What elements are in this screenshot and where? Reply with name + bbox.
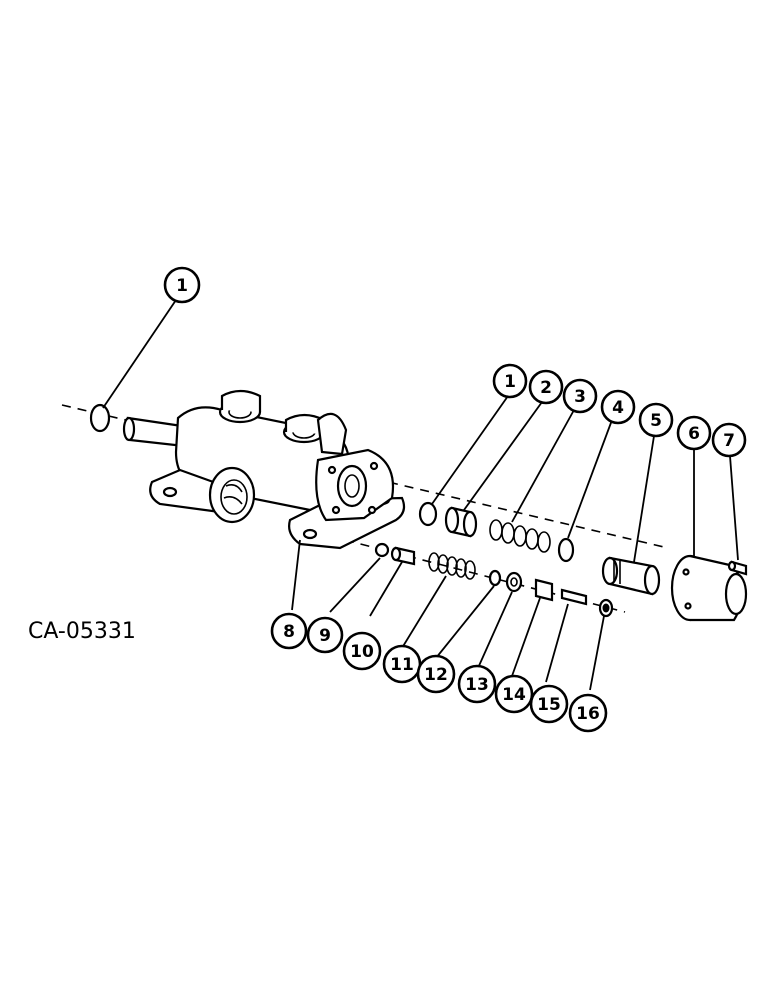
svg-text:14: 14 — [502, 685, 526, 705]
svg-text:7: 7 — [723, 431, 735, 451]
callout-4: 4 — [600, 389, 636, 425]
svg-text:9: 9 — [319, 626, 331, 646]
callout-1-right: 1 — [492, 363, 528, 399]
callout-16: 16 — [568, 693, 608, 733]
svg-text:1: 1 — [176, 276, 188, 296]
svg-text:10: 10 — [350, 642, 374, 662]
sleeve — [444, 506, 478, 538]
cap — [670, 554, 748, 622]
svg-text:6: 6 — [688, 424, 700, 444]
svg-text:2: 2 — [540, 378, 552, 398]
seat — [505, 571, 523, 593]
svg-text:13: 13 — [465, 675, 489, 695]
nut — [534, 578, 554, 602]
screw — [727, 560, 748, 576]
callout-2: 2 — [528, 369, 564, 405]
ball — [374, 542, 390, 558]
poppet — [390, 546, 416, 566]
svg-text:3: 3 — [574, 387, 586, 407]
callout-6: 6 — [676, 415, 712, 451]
svg-text:12: 12 — [424, 665, 448, 685]
svg-text:5: 5 — [650, 411, 662, 431]
valve-body — [122, 389, 406, 550]
spring-upper — [489, 519, 551, 553]
callout-13: 13 — [457, 664, 497, 704]
o-ring-right — [418, 501, 438, 527]
callout-5: 5 — [638, 402, 674, 438]
drawing-id-label: CA-05331 — [28, 619, 136, 644]
o-ring-left — [89, 403, 111, 433]
plug — [598, 598, 614, 618]
spring-lower — [428, 552, 476, 580]
callout-14: 14 — [494, 674, 534, 714]
callout-9: 9 — [306, 616, 344, 654]
svg-text:11: 11 — [390, 655, 414, 675]
o-ring-4 — [557, 537, 575, 563]
pin — [560, 588, 588, 606]
svg-text:8: 8 — [283, 622, 295, 642]
callout-1-left: 1 — [163, 266, 201, 304]
callout-3: 3 — [562, 378, 598, 414]
callout-12: 12 — [416, 654, 456, 694]
callout-15: 15 — [529, 684, 569, 724]
callout-11: 11 — [382, 644, 422, 684]
callout-10: 10 — [342, 631, 382, 671]
spool — [601, 556, 661, 596]
svg-text:1: 1 — [504, 372, 516, 392]
leader-lines — [102, 299, 739, 691]
svg-text:4: 4 — [612, 398, 624, 418]
svg-text:16: 16 — [576, 704, 600, 724]
callout-8: 8 — [270, 612, 308, 650]
svg-text:15: 15 — [537, 695, 561, 715]
callout-7: 7 — [711, 422, 747, 458]
o-ring-12 — [488, 569, 502, 587]
